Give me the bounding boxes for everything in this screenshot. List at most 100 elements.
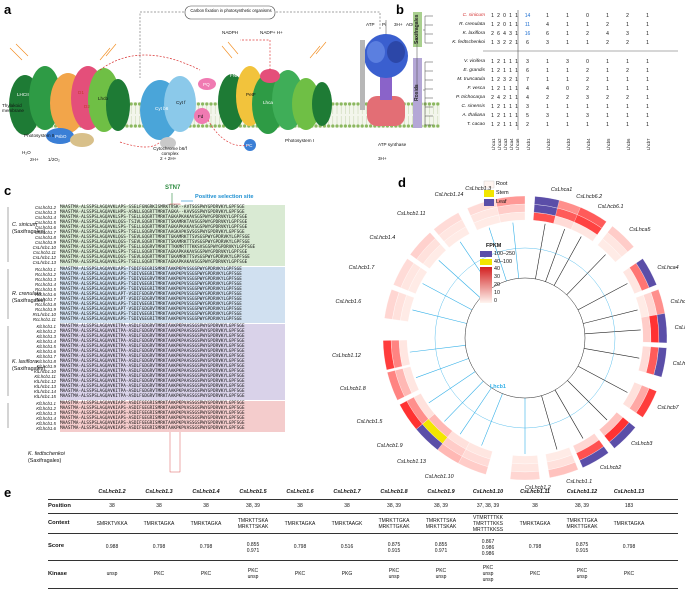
context-cell: TMRKTAGKA xyxy=(284,521,316,527)
table-cell: 1 xyxy=(566,31,569,37)
table-cell: 1 xyxy=(515,31,518,37)
table-cell: 7 xyxy=(526,77,529,83)
table-cell: 1 xyxy=(606,122,609,128)
table-cell: 2 xyxy=(503,95,506,101)
tree-branch xyxy=(583,309,638,324)
three-protons-label: 3H+ xyxy=(378,156,387,161)
table-cell: 1 xyxy=(491,77,494,83)
gene-label: CsLhcb1.1 xyxy=(566,479,593,486)
heatmap-cell xyxy=(653,347,667,378)
column-gene-header: CsLhcb1.5 xyxy=(239,489,267,495)
table-cell: 1 xyxy=(515,77,518,83)
table-cell: 1 xyxy=(503,59,506,65)
species-name: F. vesca xyxy=(467,86,485,91)
species-name: A. thaliana xyxy=(462,113,485,118)
heatmap-cell xyxy=(641,315,652,343)
sequence-name: KlLhcb1.8 xyxy=(36,359,56,364)
alignment-block xyxy=(60,400,285,432)
rosids-label: Rosids xyxy=(414,84,420,102)
table-cell: 1 xyxy=(546,59,549,65)
table-cell: 2 xyxy=(509,77,512,83)
column-gene-header: CsLhcb1.13 xyxy=(613,489,645,495)
panel-letter-c: c xyxy=(4,183,12,198)
alignment-block xyxy=(60,204,285,266)
score-cell: 0.988 xyxy=(105,544,119,550)
tree-branch xyxy=(553,236,582,286)
sequence-name: RcLhcb1.5 xyxy=(35,287,56,292)
ps1-label: Photosystem I xyxy=(285,138,315,143)
table-cell: 1 xyxy=(515,104,518,110)
track-leaf-label: Leaf xyxy=(496,199,507,205)
sequence-name: KlLhcb1.11 xyxy=(34,374,56,379)
column-header: Lhcb2 xyxy=(546,138,551,150)
score-cell: 0.798 xyxy=(622,544,636,550)
kinase-cell: PKG xyxy=(341,571,353,577)
sequence-name: KlLhcb1.3 xyxy=(36,334,56,339)
tree-branch xyxy=(488,227,507,282)
legend-tick-10: 10 xyxy=(494,290,500,296)
table-cell: 2 xyxy=(626,95,629,101)
score-cell: 0.798 xyxy=(199,544,213,550)
table-cell: 1 xyxy=(491,13,494,19)
table-cell: 16 xyxy=(524,31,531,37)
table-cell: 1 xyxy=(515,59,518,65)
position-cell: 38, 39 xyxy=(434,503,448,509)
kinase-cell: PKC xyxy=(200,571,212,577)
d2-label: D2 xyxy=(84,104,90,109)
species-name: C. sinensis xyxy=(461,104,485,109)
tree-arc xyxy=(434,247,616,429)
heatmap-cell xyxy=(510,463,540,473)
atp-synthase-label: ATP synthase xyxy=(378,142,407,147)
table-cell: 1 xyxy=(491,59,494,65)
sequence-name: KfLhcb1.4 xyxy=(36,416,56,421)
sequence-text: MAASTMA-ALSSPSLAGQAVKIAPS-ASDIFGEGRISMRK… xyxy=(60,411,245,416)
gene-label: CsLhcb3 xyxy=(631,441,653,448)
legend-cat-mid: 40–100 xyxy=(494,259,512,265)
sequence-name: RcLhcb1.3 xyxy=(35,277,56,282)
heatmap-cell xyxy=(635,388,657,418)
ps2-label: Photosystem II xyxy=(24,133,55,138)
table-cell: 3 xyxy=(546,113,549,119)
table-cell: 1 xyxy=(503,122,506,128)
sequence-name: KlLhcb1.7 xyxy=(36,354,56,359)
column-header: Lhcb4 xyxy=(586,138,591,150)
heatmap-cell xyxy=(495,195,526,208)
sequence-name: RcLhcb1.2 xyxy=(35,272,56,277)
table-cell: 14 xyxy=(524,13,531,19)
sequence-name: KlLhcb1.14 xyxy=(34,389,56,394)
table-cell: 1 xyxy=(491,86,494,92)
gene-label: CsLhcb1.7 xyxy=(348,264,375,271)
carbon-fixation-box xyxy=(184,5,276,20)
score-cell: 0.798 xyxy=(293,544,307,550)
heatmap-cell xyxy=(656,313,668,344)
sequence-name: CsLhcb1.5 xyxy=(35,220,56,225)
group-kf: K. fedtschenkoi(Saxifragales) xyxy=(28,451,65,464)
table-cell: 1 xyxy=(626,59,629,65)
sequence-text: MAASTMA-ALSSPSLAGQAVKITPA-ASDLFGDGRVTMRK… xyxy=(60,384,245,389)
table-cell: 1 xyxy=(509,68,512,74)
sequence-name: KlLhcb1.1 xyxy=(36,324,56,329)
table-cell: 2 xyxy=(497,77,500,83)
group-kl: K. laxiflora(Saxifragales) xyxy=(12,359,46,372)
legend-swatch-high xyxy=(480,251,492,257)
cytb6f-label: Cytochrome b6/f complex xyxy=(153,146,187,156)
table-cell: 1 xyxy=(566,104,569,110)
tree-branch xyxy=(584,348,640,359)
gene-label: CsLhcb1.8 xyxy=(340,386,366,393)
gene-label: CsLhca1 xyxy=(551,187,573,194)
tree-branch xyxy=(412,309,467,324)
tree-arc xyxy=(464,277,586,399)
sequence-text: MAASTMA-ALSSPSLAGQAVKITPA-ASDLFGDGRVTMRK… xyxy=(60,369,245,374)
table-cell: 5 xyxy=(526,113,529,119)
sequence-text: MAASTMA-ALSSPSLAGQAVKLSPS-TSELLGQGRTTMRK… xyxy=(60,225,248,230)
column-header: Lhcb5 xyxy=(606,138,611,150)
gene-label: CsLhcb1.14 xyxy=(434,192,464,199)
table-cell: 1 xyxy=(646,13,649,19)
table-cell: 1 xyxy=(646,40,649,46)
row-header-position: Position xyxy=(48,503,71,509)
table-cell: 2 xyxy=(497,13,500,19)
table-cell: 1 xyxy=(491,22,494,28)
sequence-name: RcLhcb1.10 xyxy=(32,312,56,317)
table-cell: 1 xyxy=(546,77,549,83)
